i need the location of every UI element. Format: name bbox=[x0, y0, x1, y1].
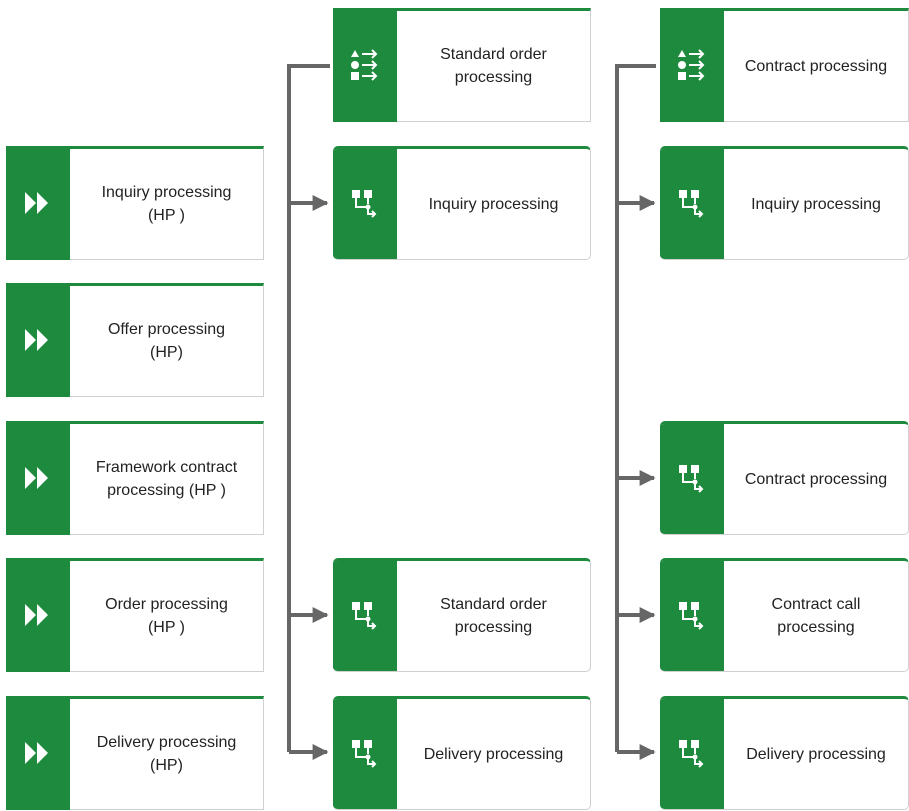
process-flow-icon bbox=[352, 602, 377, 630]
process-flow-icon bbox=[679, 602, 704, 630]
right-child-4[interactable]: Delivery processing bbox=[660, 696, 909, 810]
right-child-1-strip bbox=[660, 149, 724, 259]
right-parent-label: Contract processing bbox=[744, 57, 888, 75]
middle-child-1-label: Inquiry processing bbox=[428, 195, 559, 213]
right-child-3-label: Contract call processing bbox=[771, 596, 861, 636]
middle-parent-label: Standard order processing bbox=[440, 46, 547, 86]
left-process-1-label: Inquiry processing (HP ) bbox=[101, 184, 232, 224]
middle-child-3-strip bbox=[333, 699, 397, 809]
double-chevron-icon bbox=[25, 192, 48, 214]
right-parent-process[interactable]: Contract processing bbox=[660, 8, 909, 122]
left-process-5-strip bbox=[6, 696, 70, 810]
left-process-1[interactable]: Inquiry processing (HP ) bbox=[6, 146, 264, 260]
right-child-3[interactable]: Contract call processing bbox=[660, 558, 909, 672]
process-flow-icon bbox=[679, 740, 704, 768]
left-process-4[interactable]: Order processing (HP ) bbox=[6, 558, 264, 672]
right-child-4-label: Delivery processing bbox=[746, 745, 886, 763]
double-chevron-icon bbox=[25, 604, 48, 626]
left-process-3[interactable]: Framework contract processing (HP ) bbox=[6, 421, 264, 535]
right-child-1-label: Inquiry processing bbox=[751, 195, 881, 213]
right-child-2[interactable]: Contract processing bbox=[660, 421, 909, 535]
middle-child-1[interactable]: Inquiry processing bbox=[333, 146, 591, 260]
left-process-3-strip bbox=[6, 421, 70, 535]
left-process-4-strip bbox=[6, 558, 70, 672]
left-process-5-label: Delivery processing (HP) bbox=[96, 734, 237, 774]
right-child-1[interactable]: Inquiry processing bbox=[660, 146, 909, 260]
double-chevron-icon bbox=[25, 467, 48, 489]
process-flow-icon bbox=[679, 465, 704, 493]
left-process-1-strip bbox=[6, 146, 70, 260]
middle-child-1-strip bbox=[333, 149, 397, 259]
process-flow-icon bbox=[679, 190, 704, 218]
process-list-icon bbox=[678, 49, 705, 81]
middle-child-2-strip bbox=[333, 561, 397, 671]
right-child-3-strip bbox=[660, 561, 724, 671]
middle-child-2-label: Standard order processing bbox=[440, 596, 547, 636]
process-list-icon bbox=[351, 49, 378, 81]
middle-tree-stem bbox=[287, 64, 330, 752]
left-process-2[interactable]: Offer processing (HP) bbox=[6, 283, 264, 397]
left-process-5[interactable]: Delivery processing (HP) bbox=[6, 696, 264, 810]
left-process-2-strip bbox=[6, 283, 70, 397]
left-process-2-label: Offer processing (HP) bbox=[107, 321, 226, 361]
left-process-3-label: Framework contract processing (HP ) bbox=[95, 459, 238, 499]
middle-child-3[interactable]: Delivery processing bbox=[333, 696, 591, 810]
process-flow-icon bbox=[352, 190, 377, 218]
double-chevron-icon bbox=[25, 329, 48, 351]
middle-child-2[interactable]: Standard order processing bbox=[333, 558, 591, 672]
double-chevron-icon bbox=[25, 742, 48, 764]
middle-child-3-label: Delivery processing bbox=[423, 745, 564, 763]
right-child-2-strip bbox=[660, 424, 724, 534]
right-child-4-strip bbox=[660, 699, 724, 809]
right-child-2-label: Contract processing bbox=[744, 470, 888, 488]
right-parent-strip bbox=[660, 8, 724, 122]
left-process-4-label: Order processing (HP ) bbox=[105, 596, 228, 636]
right-tree-stem bbox=[615, 64, 656, 752]
process-flow-icon bbox=[352, 740, 377, 768]
middle-parent-strip bbox=[333, 8, 397, 122]
middle-parent-process[interactable]: Standard order processing bbox=[333, 8, 591, 122]
